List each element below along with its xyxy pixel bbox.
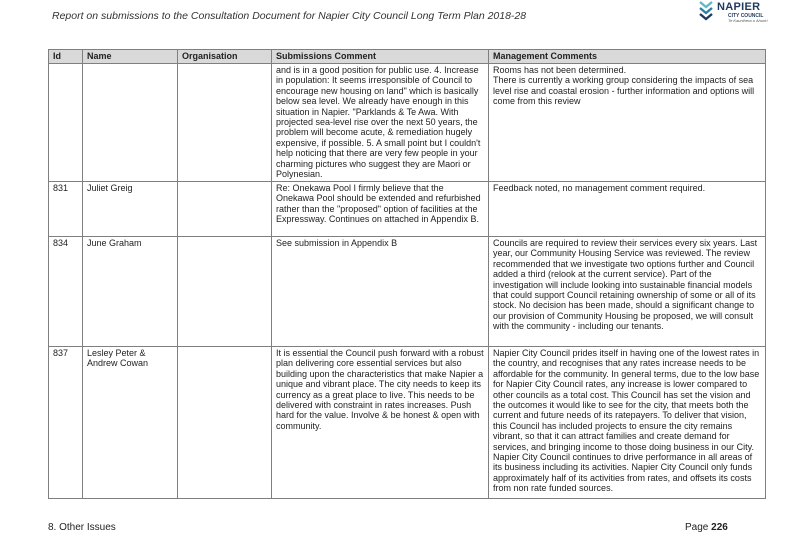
column-header-id: Id [48,49,83,64]
council-logo: NAPIER CITY COUNCIL Te Kaunihera o Ahuri… [697,0,787,24]
cell-management: Feedback noted, no management comment re… [488,181,766,237]
cell-organisation [177,181,272,237]
table-row: 831 Juliet Greig Re: Onekawa Pool I firm… [48,181,766,237]
cell-organisation [177,346,272,499]
cell-id: 831 [48,181,83,237]
cell-id: 834 [48,236,83,347]
table-row: 834 June Graham See submission in Append… [48,236,766,347]
page-header-title: Report on submissions to the Consultatio… [52,10,527,22]
cell-management: Rooms has not been determined. There is … [488,63,766,182]
logo-subtitle: CITY COUNCIL [728,13,764,19]
column-header-submissions-comment: Submissions Comment [271,49,489,64]
cell-submission: See submission in Appendix B [271,236,489,347]
cell-name [82,63,178,182]
cell-organisation [177,63,272,182]
footer-section: 8. Other Issues [48,522,116,533]
logo-tagline: Te Kaunihera o Ahuriri [728,18,768,23]
table-row: 837 Lesley Peter & Andrew Cowan It is es… [48,346,766,499]
cell-submission: It is essential the Council push forward… [271,346,489,499]
submissions-table: Id Name Organisation Submissions Comment… [48,49,766,499]
column-header-management-comments: Management Comments [488,49,766,64]
cell-id [48,63,83,182]
cell-id: 837 [48,346,83,499]
footer-page: Page 226 [685,522,728,533]
cell-name: June Graham [82,236,178,347]
cell-organisation [177,236,272,347]
cell-submission: and is in a good position for public use… [271,63,489,182]
logo-name: NAPIER [717,1,761,13]
cell-name: Juliet Greig [82,181,178,237]
page-number: 226 [711,522,728,533]
cell-submission: Re: Onekawa Pool I firmly believe that t… [271,181,489,237]
cell-management: Councils are required to review their se… [488,236,766,347]
cell-name: Lesley Peter & Andrew Cowan [82,346,178,499]
column-header-name: Name [82,49,178,64]
page-label: Page [685,522,709,533]
column-header-organisation: Organisation [177,49,272,64]
table-row: and is in a good position for public use… [48,63,766,182]
table-header-row: Id Name Organisation Submissions Comment… [48,49,766,64]
napier-waves-logo-icon [699,1,713,21]
cell-management: Napier City Council prides itself in hav… [488,346,766,499]
